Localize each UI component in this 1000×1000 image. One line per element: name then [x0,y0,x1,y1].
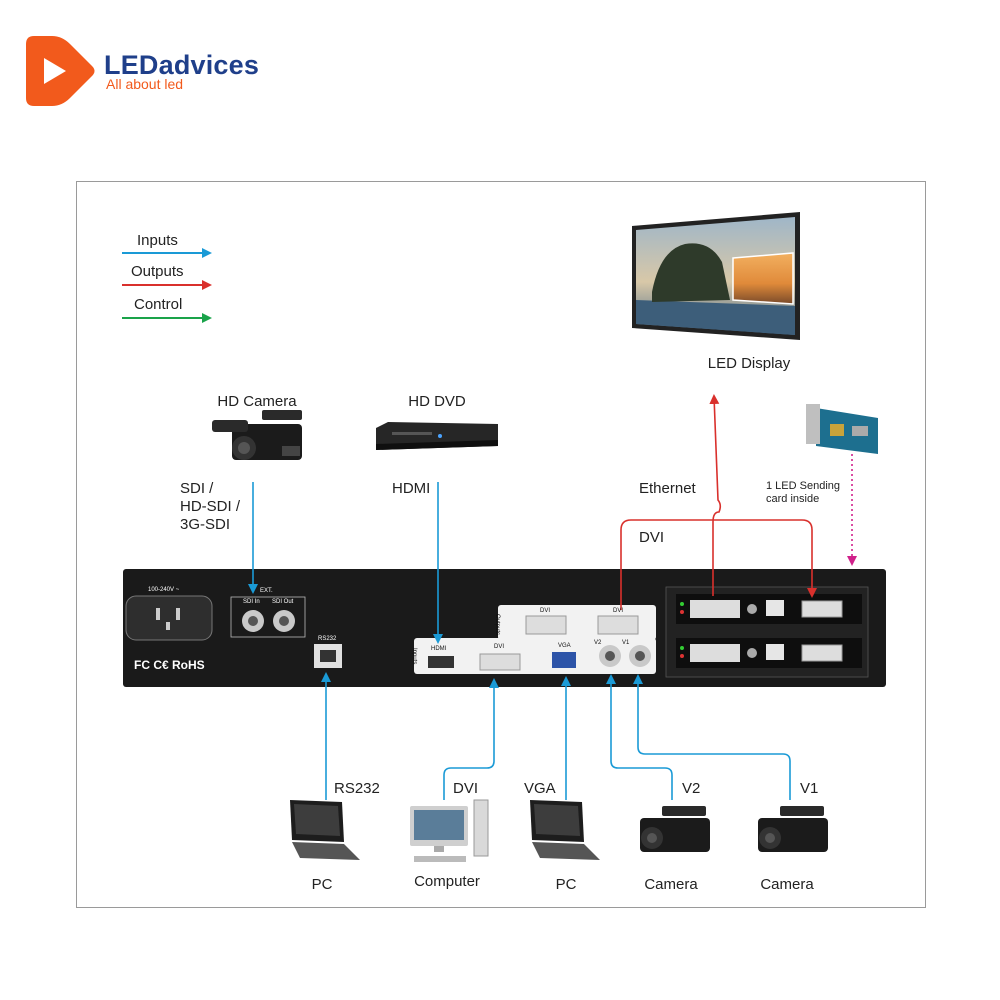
panel-hdmi-label: HDMI [431,646,447,652]
v1-signal-label: V1 [800,780,819,797]
diagram-frame [76,181,926,908]
sdi-signal-label: SDI / HD-SDI / 3G-SDI [180,480,240,533]
panel-dvi-label: DVI [494,644,505,650]
sending-card-icon [806,404,878,454]
camera1-icon [640,806,710,852]
power-socket-icon [125,595,213,641]
panel-sdi-in-label: SDI In [243,599,260,605]
ethernet-line [709,394,722,596]
panel-vga-label: VGA [558,643,571,649]
dvi-input-label: DVI [453,780,479,797]
vga-signal-label: VGA [524,780,556,797]
rs232-signal-label: RS232 [334,780,380,797]
output-lines [620,394,817,610]
panel-v1-label: V1 [622,640,630,646]
dvi-input-line [443,678,499,800]
panel-v2-label: V2 [594,640,602,646]
led-display-label: LED Display [707,355,791,372]
hd-camera-icon [212,410,302,460]
panel-ext-label: EXT. [260,588,273,594]
legend [122,248,212,323]
sending-card-label: 1 LED Sending card inside [766,480,840,505]
hdmi-signal-label: HDMI [392,480,431,497]
pc2-laptop-icon [530,800,600,860]
panel-outputs-label: Outputs [494,614,500,636]
camera2-label: Camera [760,876,814,893]
panel-cert-marks: FC C€ RoHS [134,658,205,672]
v1-input-line [633,674,791,800]
panel-outputs-dvi1-label: DVI [540,608,551,614]
ethernet-signal-label: Ethernet [639,480,696,497]
v2-input-line [606,674,673,800]
hd-dvd-label: HD DVD [408,393,466,410]
panel-outputs-dvi2-label: DVI [613,608,624,614]
panel-sdi-out-label: SDI Out [272,599,294,605]
pc1-label: PC [311,876,333,893]
computer-desktop-icon [410,799,489,862]
brand-name: LEDadvices [104,50,260,80]
computer-label: Computer [414,873,480,890]
camera2-icon [758,806,828,852]
pc2-label: PC [555,876,577,893]
panel-power-label: 100-240V ~ [148,587,180,593]
legend-outputs-label: Outputs [131,263,184,280]
dvi-output-line [620,519,817,610]
processor-back-panel [123,569,886,687]
pc1-laptop-icon [290,800,360,860]
brand-tagline: All about led [106,76,184,92]
camera1-label: Camera [644,876,698,893]
brand-logo-icon [26,36,95,106]
hd-dvd-player-icon [376,422,498,450]
legend-inputs-label: Inputs [137,232,178,249]
v2-signal-label: V2 [682,780,701,797]
input-lines [248,482,791,800]
hd-camera-label: HD Camera [217,393,297,410]
panel-inputs-label: Inputs [411,648,417,665]
led-display-icon [632,212,800,340]
legend-control-label: Control [134,296,183,313]
dvi-output-label: DVI [639,529,665,546]
panel-rs232-label: RS232 [318,636,337,642]
inputs-card [414,638,656,674]
